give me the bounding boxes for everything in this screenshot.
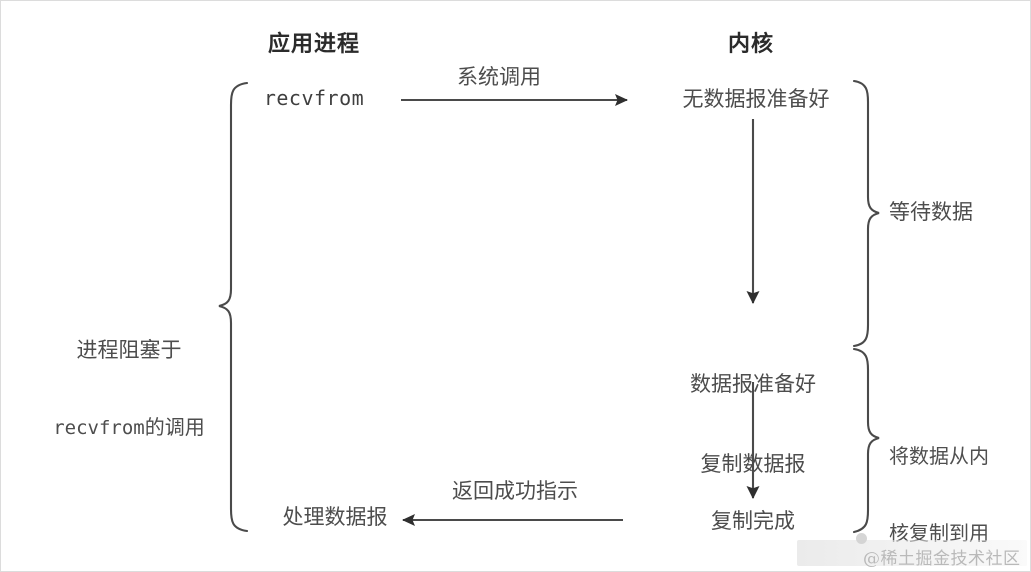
process-blocked-note: 进程阻塞于 recvfrom的调用 <box>39 286 219 492</box>
app-recvfrom-label: recvfrom <box>263 86 365 110</box>
watermark-smudge <box>797 540 1027 566</box>
right-curly-brace-icon <box>852 347 880 534</box>
process-blocked-note-line1: 进程阻塞于 <box>76 338 182 363</box>
return-arrow-label: 返回成功指示 <box>452 479 578 503</box>
watermark-dot-icon <box>856 533 867 544</box>
page-title-app-process: 应用进程 <box>267 32 361 57</box>
syscall-arrow-label: 系统调用 <box>457 65 541 89</box>
kernel-data-ready-line2: 复制数据报 <box>700 452 806 477</box>
process-blocked-note-line2: recvfrom的调用 <box>39 415 219 441</box>
left-curly-brace-icon <box>218 81 249 533</box>
process-blocked-note-mono: recvfrom <box>53 417 145 440</box>
app-process-datagram-label: 处理数据报 <box>282 505 388 529</box>
kernel-data-ready-line1: 数据报准备好 <box>690 371 816 396</box>
kernel-copy-done-label: 复制完成 <box>711 509 795 533</box>
watermark-label: @稀土掘金技术社区 <box>863 549 1021 569</box>
wait-data-label: 等待数据 <box>889 200 973 224</box>
right-curly-brace-icon <box>852 79 880 348</box>
copy-to-user-note-line1: 将数据从内 <box>889 444 989 469</box>
kernel-no-data-label: 无数据报准备好 <box>682 87 830 111</box>
page-title-kernel: 内核 <box>727 32 775 57</box>
kernel-data-ready-block: 数据报准备好 复制数据报 <box>690 317 816 532</box>
process-blocked-note-cn: 的调用 <box>144 415 205 440</box>
